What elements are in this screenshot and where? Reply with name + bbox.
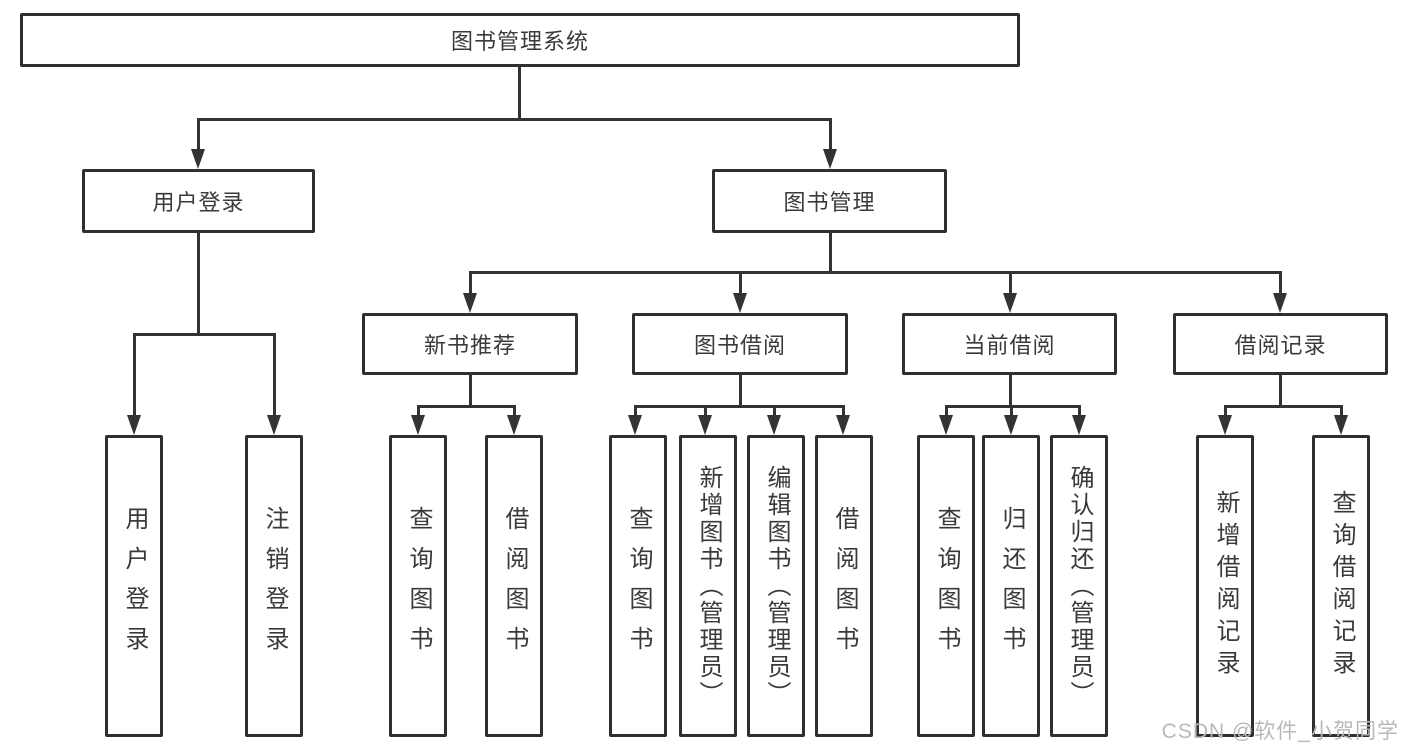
node-new-book-recommend: 新书推荐 — [362, 313, 578, 375]
leaf-confirm-return-admin-label: 确认归还（管理员） — [1066, 464, 1093, 708]
leaf-user-login-label: 用户登录 — [121, 506, 148, 666]
leaf-borrow-books-label: 借阅图书 — [831, 506, 858, 666]
leaf-query-books-borrow: 查询图书 — [609, 435, 667, 737]
leaf-return-books-label: 归还图书 — [998, 506, 1025, 666]
connector-line — [945, 405, 1081, 408]
node-book-management: 图书管理 — [712, 169, 947, 233]
leaf-add-borrow-record: 新增借阅记录 — [1196, 435, 1254, 737]
arrow-down-icon — [1273, 293, 1287, 313]
arrow-down-icon — [767, 415, 781, 435]
arrow-down-icon — [628, 415, 642, 435]
connector-line — [1224, 405, 1343, 408]
connector-line — [469, 271, 472, 295]
leaf-borrow-books-recommend-label: 借阅图书 — [501, 506, 528, 666]
leaf-borrow-books-recommend: 借阅图书 — [485, 435, 543, 737]
connector-line — [1010, 405, 1013, 419]
connector-line — [634, 405, 637, 419]
arrow-down-icon — [267, 415, 281, 435]
csdn-watermark: CSDN @软件_小贺同学 — [1161, 720, 1399, 743]
leaf-user-login: 用户登录 — [105, 435, 163, 737]
leaf-query-books-current: 查询图书 — [917, 435, 975, 737]
node-book-borrowing: 图书借阅 — [632, 313, 848, 375]
leaf-query-books-current-label: 查询图书 — [933, 506, 960, 666]
connector-line — [469, 271, 1282, 274]
node-root-label: 图书管理系统 — [450, 29, 589, 54]
connector-line — [133, 333, 276, 336]
node-user-login-label: 用户登录 — [152, 190, 245, 215]
connector-line — [842, 405, 845, 419]
leaf-return-books: 归还图书 — [982, 435, 1040, 737]
leaf-add-borrow-record-label: 新增借阅记录 — [1212, 490, 1239, 682]
arrow-down-icon — [836, 415, 850, 435]
arrow-down-icon — [1003, 293, 1017, 313]
arrow-down-icon — [463, 293, 477, 313]
leaf-add-books-admin-label: 新增图书（管理员） — [695, 464, 722, 708]
arrow-down-icon — [823, 149, 837, 169]
arrow-down-icon — [191, 149, 205, 169]
arrow-down-icon — [733, 293, 747, 313]
connector-line — [1279, 375, 1282, 407]
arrow-down-icon — [127, 415, 141, 435]
leaf-edit-books-admin: 编辑图书（管理员） — [747, 435, 805, 737]
connector-line — [197, 118, 200, 155]
node-book-management-label: 图书管理 — [783, 190, 876, 215]
connector-line — [1224, 405, 1227, 419]
arrow-down-icon — [507, 415, 521, 435]
node-borrowing-records-label: 借阅记录 — [1234, 333, 1327, 358]
leaf-query-borrow-record-label: 查询借阅记录 — [1328, 490, 1355, 682]
leaf-edit-books-admin-label: 编辑图书（管理员） — [763, 464, 790, 708]
arrow-down-icon — [1334, 415, 1348, 435]
connector-line — [1279, 271, 1282, 295]
connector-line — [518, 67, 521, 118]
connector-line — [1078, 405, 1081, 419]
connector-line — [634, 405, 845, 408]
leaf-query-books-recommend-label: 查询图书 — [405, 506, 432, 666]
connector-line — [773, 405, 776, 419]
leaf-add-books-admin: 新增图书（管理员） — [679, 435, 737, 737]
connector-line — [1009, 271, 1012, 295]
connector-line — [945, 405, 948, 419]
connector-line — [704, 405, 707, 419]
connector-line — [829, 233, 832, 274]
connector-line — [417, 405, 420, 419]
leaf-query-books-recommend: 查询图书 — [389, 435, 447, 737]
leaf-query-books-borrow-label: 查询图书 — [625, 506, 652, 666]
arrow-down-icon — [939, 415, 953, 435]
connector-line — [273, 333, 276, 417]
node-new-book-recommend-label: 新书推荐 — [423, 333, 516, 358]
leaf-borrow-books: 借阅图书 — [815, 435, 873, 737]
arrow-down-icon — [698, 415, 712, 435]
connector-line — [829, 118, 832, 155]
leaf-logout: 注销登录 — [245, 435, 303, 737]
arrow-down-icon — [1218, 415, 1232, 435]
connector-line — [739, 271, 742, 295]
node-root-system: 图书管理系统 — [20, 13, 1020, 67]
connector-line — [469, 375, 472, 407]
node-user-login: 用户登录 — [82, 169, 315, 233]
node-borrowing-records: 借阅记录 — [1173, 313, 1388, 375]
connector-line — [133, 333, 136, 417]
leaf-confirm-return-admin: 确认归还（管理员） — [1050, 435, 1108, 737]
connector-line — [513, 405, 516, 419]
connector-line — [1009, 375, 1012, 407]
connector-line — [739, 375, 742, 407]
node-current-borrowing-label: 当前借阅 — [963, 333, 1056, 358]
leaf-logout-label: 注销登录 — [261, 506, 288, 666]
node-book-borrowing-label: 图书借阅 — [693, 333, 786, 358]
connector-line — [417, 405, 516, 408]
connector-line — [1340, 405, 1343, 419]
arrow-down-icon — [1072, 415, 1086, 435]
arrow-down-icon — [411, 415, 425, 435]
connector-line — [197, 118, 832, 121]
leaf-query-borrow-record: 查询借阅记录 — [1312, 435, 1370, 737]
node-current-borrowing: 当前借阅 — [902, 313, 1117, 375]
arrow-down-icon — [1004, 415, 1018, 435]
connector-line — [197, 233, 200, 335]
